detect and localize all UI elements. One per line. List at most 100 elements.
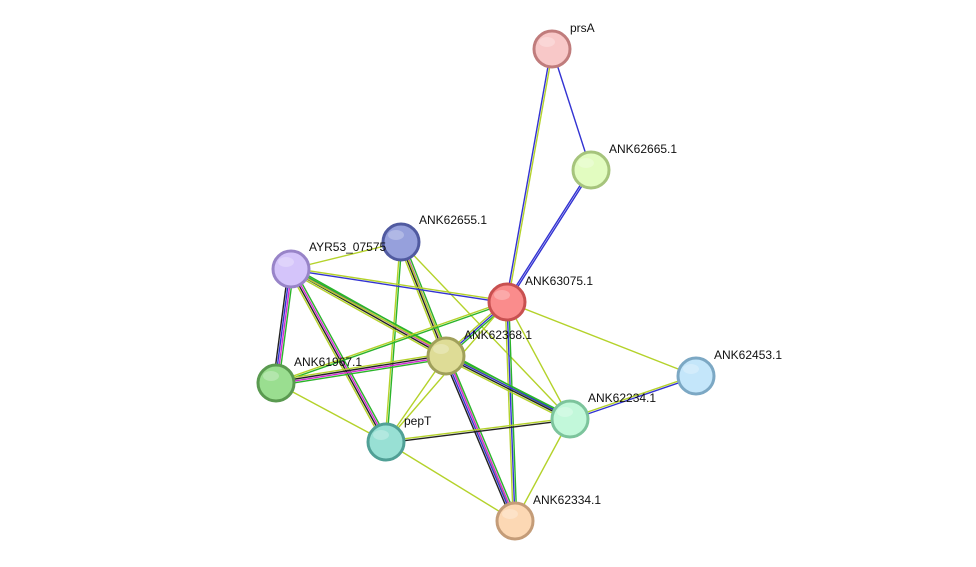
edge-evidence-line — [551, 48, 592, 171]
edge-evidence-line — [508, 301, 518, 521]
node-circle[interactable] — [381, 222, 421, 262]
edge-evidence-line — [289, 270, 446, 359]
edges-layer — [272, 48, 697, 523]
edge-evidence-line — [442, 356, 514, 523]
node-label: prsA — [570, 21, 595, 35]
edge-evidence-line — [290, 269, 507, 304]
node-label: ANK62334.1 — [533, 493, 601, 507]
node-pept[interactable]: pepT — [366, 414, 432, 462]
edge-evidence-line — [507, 170, 593, 303]
node-ank62234-1[interactable]: ANK62234.1 — [550, 391, 656, 439]
node-highlight — [578, 158, 594, 168]
node-ank62453-1[interactable]: ANK62453.1 — [676, 348, 782, 396]
edge-evidence-line — [444, 356, 515, 522]
node-label: ANK62665.1 — [609, 142, 677, 156]
edge-ank62368-1-ank61967-1 — [275, 352, 447, 387]
node-ank62655-1[interactable]: ANK62655.1 — [381, 213, 487, 262]
node-highlight — [433, 344, 449, 354]
edge-evidence-line — [288, 269, 385, 444]
edge-evidence-line — [402, 240, 450, 356]
edge-evidence-line — [444, 357, 570, 423]
node-circle[interactable] — [532, 29, 572, 69]
edge-evidence-line — [385, 441, 516, 522]
edge-ank62665-1-ank63075-1 — [505, 169, 593, 303]
edge-evidence-line — [276, 357, 447, 387]
node-label: AYR53_07575 — [309, 240, 387, 254]
edge-evidence-line — [504, 302, 514, 522]
edge-ank63075-1-ank62334-1 — [504, 301, 518, 522]
node-circle[interactable] — [495, 501, 535, 541]
edge-evidence-line — [275, 354, 446, 383]
node-ank62368-1[interactable]: ANK62368.1 — [426, 328, 532, 376]
edge-evidence-line — [445, 356, 570, 421]
node-highlight — [557, 407, 573, 417]
node-circle[interactable] — [366, 422, 406, 462]
edge-evidence-line — [385, 417, 570, 442]
edge-ank62655-1-pept — [384, 241, 403, 443]
edge-evidence-line — [275, 382, 387, 443]
edge-evidence-line — [506, 301, 697, 377]
edge-prsa-ank63075-1 — [505, 48, 554, 303]
node-circle[interactable] — [550, 399, 590, 439]
edge-evidence-line — [506, 301, 516, 522]
node-highlight — [388, 230, 404, 240]
edge-evidence-line — [569, 374, 696, 419]
edge-evidence-line — [506, 301, 571, 420]
node-circle[interactable] — [256, 363, 296, 403]
node-circle[interactable] — [271, 249, 311, 289]
edge-evidence-line — [386, 419, 571, 444]
edge-ank63075-1-ank62453-1 — [506, 301, 697, 377]
edge-ank63075-1-ank61967-1 — [275, 300, 508, 385]
node-label: ANK63075.1 — [525, 274, 593, 288]
edge-evidence-line — [291, 268, 388, 442]
edge-ayr53-07575-pept — [288, 267, 389, 444]
node-ank62665-1[interactable]: ANK62665.1 — [571, 142, 677, 190]
node-ayr53-07575[interactable]: AYR53_07575 — [271, 240, 387, 289]
node-label: ANK61967.1 — [294, 355, 362, 369]
node-highlight — [539, 37, 555, 47]
edge-ank62655-1-ank62234-1 — [400, 241, 571, 420]
node-label: ANK62368.1 — [464, 328, 532, 342]
edge-evidence-line — [292, 267, 389, 442]
node-ank63075-1[interactable]: ANK63075.1 — [487, 274, 593, 322]
edge-evidence-line — [505, 48, 552, 302]
edge-evidence-line — [291, 267, 508, 302]
edge-evidence-line — [505, 169, 591, 302]
node-circle[interactable] — [676, 356, 716, 396]
edge-ank62368-1-ank62234-1 — [444, 352, 572, 423]
node-highlight — [502, 509, 518, 519]
node-ank61967-1[interactable]: ANK61967.1 — [256, 355, 362, 403]
node-label: pepT — [404, 414, 432, 428]
edge-evidence-line — [276, 302, 508, 385]
edge-evidence-line — [507, 49, 554, 303]
node-ank62334-1[interactable]: ANK62334.1 — [495, 493, 601, 541]
node-circle[interactable] — [571, 150, 611, 190]
node-label: ANK62655.1 — [419, 213, 487, 227]
node-highlight — [278, 257, 294, 267]
nodes-layer: prsA ANK62665.1ANK62655.1AYR53_07575ANK63… — [256, 21, 782, 541]
edge-ank63075-1-ank62234-1 — [506, 301, 571, 420]
edge-evidence-line — [275, 300, 507, 383]
node-highlight — [683, 364, 699, 374]
edge-ank61967-1-pept — [275, 382, 387, 443]
edge-ayr53-07575-ank63075-1 — [290, 267, 508, 304]
node-prsa[interactable]: prsA — [532, 21, 595, 69]
node-circle[interactable] — [487, 282, 527, 322]
edge-ank62234-1-ank62453-1 — [569, 374, 697, 421]
edge-evidence-line — [446, 355, 517, 521]
edge-evidence-line — [397, 242, 445, 358]
edge-ank62368-1-ank62334-1 — [442, 354, 519, 523]
edge-pept-ank62234-1 — [385, 417, 571, 444]
edge-evidence-line — [446, 354, 571, 419]
node-highlight — [373, 430, 389, 440]
edge-evidence-line — [384, 241, 401, 442]
edge-evidence-line — [276, 356, 447, 385]
edge-evidence-line — [447, 354, 519, 521]
edge-evidence-line — [446, 352, 572, 418]
node-label: ANK62234.1 — [588, 391, 656, 405]
node-highlight — [263, 371, 279, 381]
node-circle[interactable] — [426, 336, 466, 376]
edge-evidence-line — [399, 242, 446, 357]
edge-evidence-line — [400, 241, 571, 420]
